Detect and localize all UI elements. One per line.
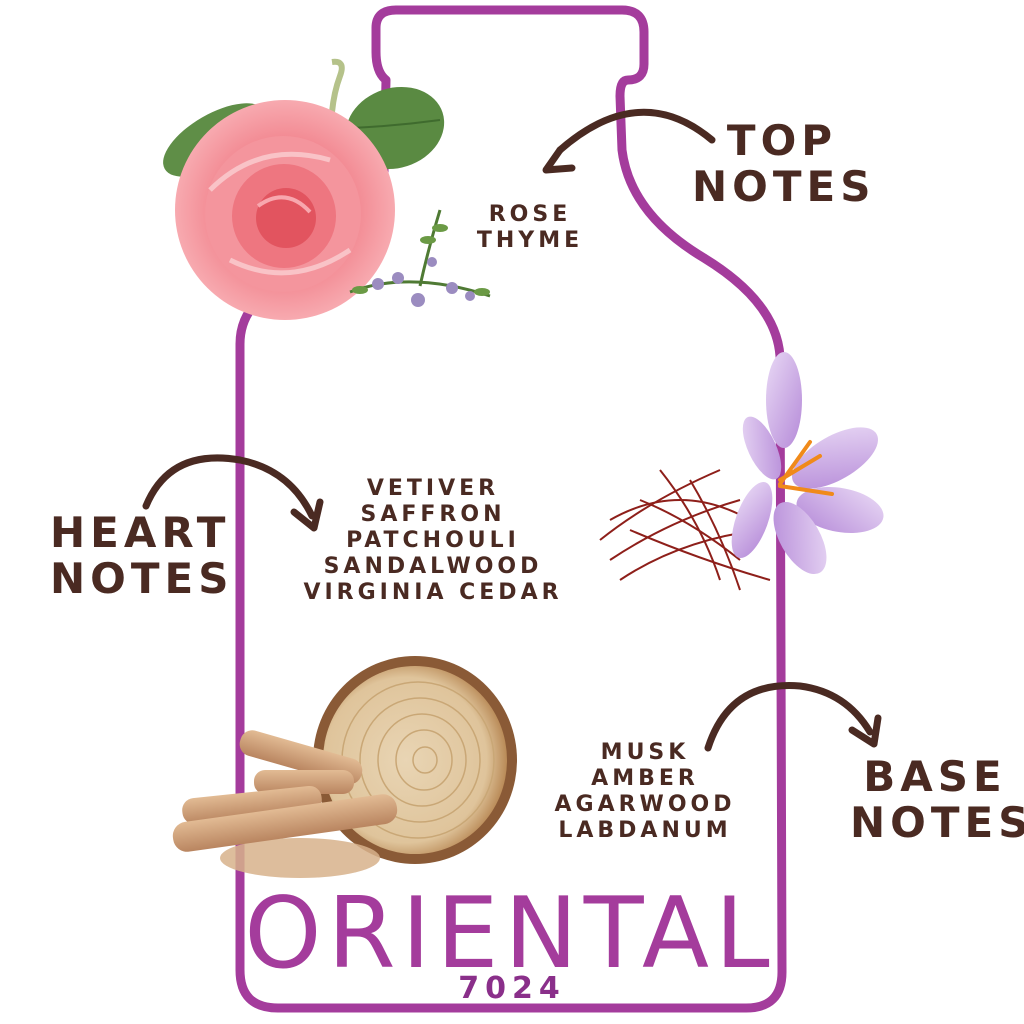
heart-notes-arrow [142, 454, 324, 532]
base-notes-arrow [704, 682, 882, 752]
heart-notes-label: HEART NOTES [50, 510, 230, 602]
top-notes-label-line-1: TOP [726, 116, 838, 165]
rose-icon [163, 58, 445, 320]
ingredient-item: SAFFRON [360, 502, 506, 527]
saffron-flower-icon [599, 352, 884, 591]
ingredient-item: ROSE [488, 202, 572, 227]
top-notes-arrow [542, 108, 716, 174]
ingredient-item: AMBER [591, 766, 699, 791]
ingredient-item: VETIVER [366, 476, 500, 501]
top-notes-ingredients: ROSE THYME [470, 202, 590, 254]
ingredient-item: MUSK [600, 740, 690, 765]
ingredient-item: VIRGINIA CEDAR [303, 580, 563, 605]
product-code: 7024 [458, 971, 566, 1006]
base-notes-label-line-2: NOTES [850, 798, 1024, 847]
thyme-icon [349, 209, 491, 307]
base-notes-ingredients: MUSK AMBER AGARWOOD LABDANUM [540, 740, 750, 844]
base-notes-label-line-1: BASE [863, 752, 1007, 801]
brand-name: ORIENTAL [244, 877, 776, 991]
top-notes-label-line-2: NOTES [692, 162, 876, 211]
ingredient-item: PATCHOULI [346, 528, 520, 553]
top-notes-label: TOP NOTES [692, 118, 872, 210]
sandalwood-sticks-icon [172, 730, 398, 878]
ingredient-item: AGARWOOD [554, 792, 736, 817]
base-notes-label: BASE NOTES [850, 752, 1024, 847]
heart-notes-label-line-1: HEART [50, 508, 231, 557]
heart-notes-ingredients: VETIVER SAFFRON PATCHOULI SANDALWOOD VIR… [278, 476, 588, 606]
heart-notes-label-line-2: NOTES [50, 554, 234, 603]
ingredient-item: LABDANUM [558, 818, 732, 843]
ingredient-item: THYME [476, 228, 584, 253]
ingredient-item: SANDALWOOD [323, 554, 543, 579]
